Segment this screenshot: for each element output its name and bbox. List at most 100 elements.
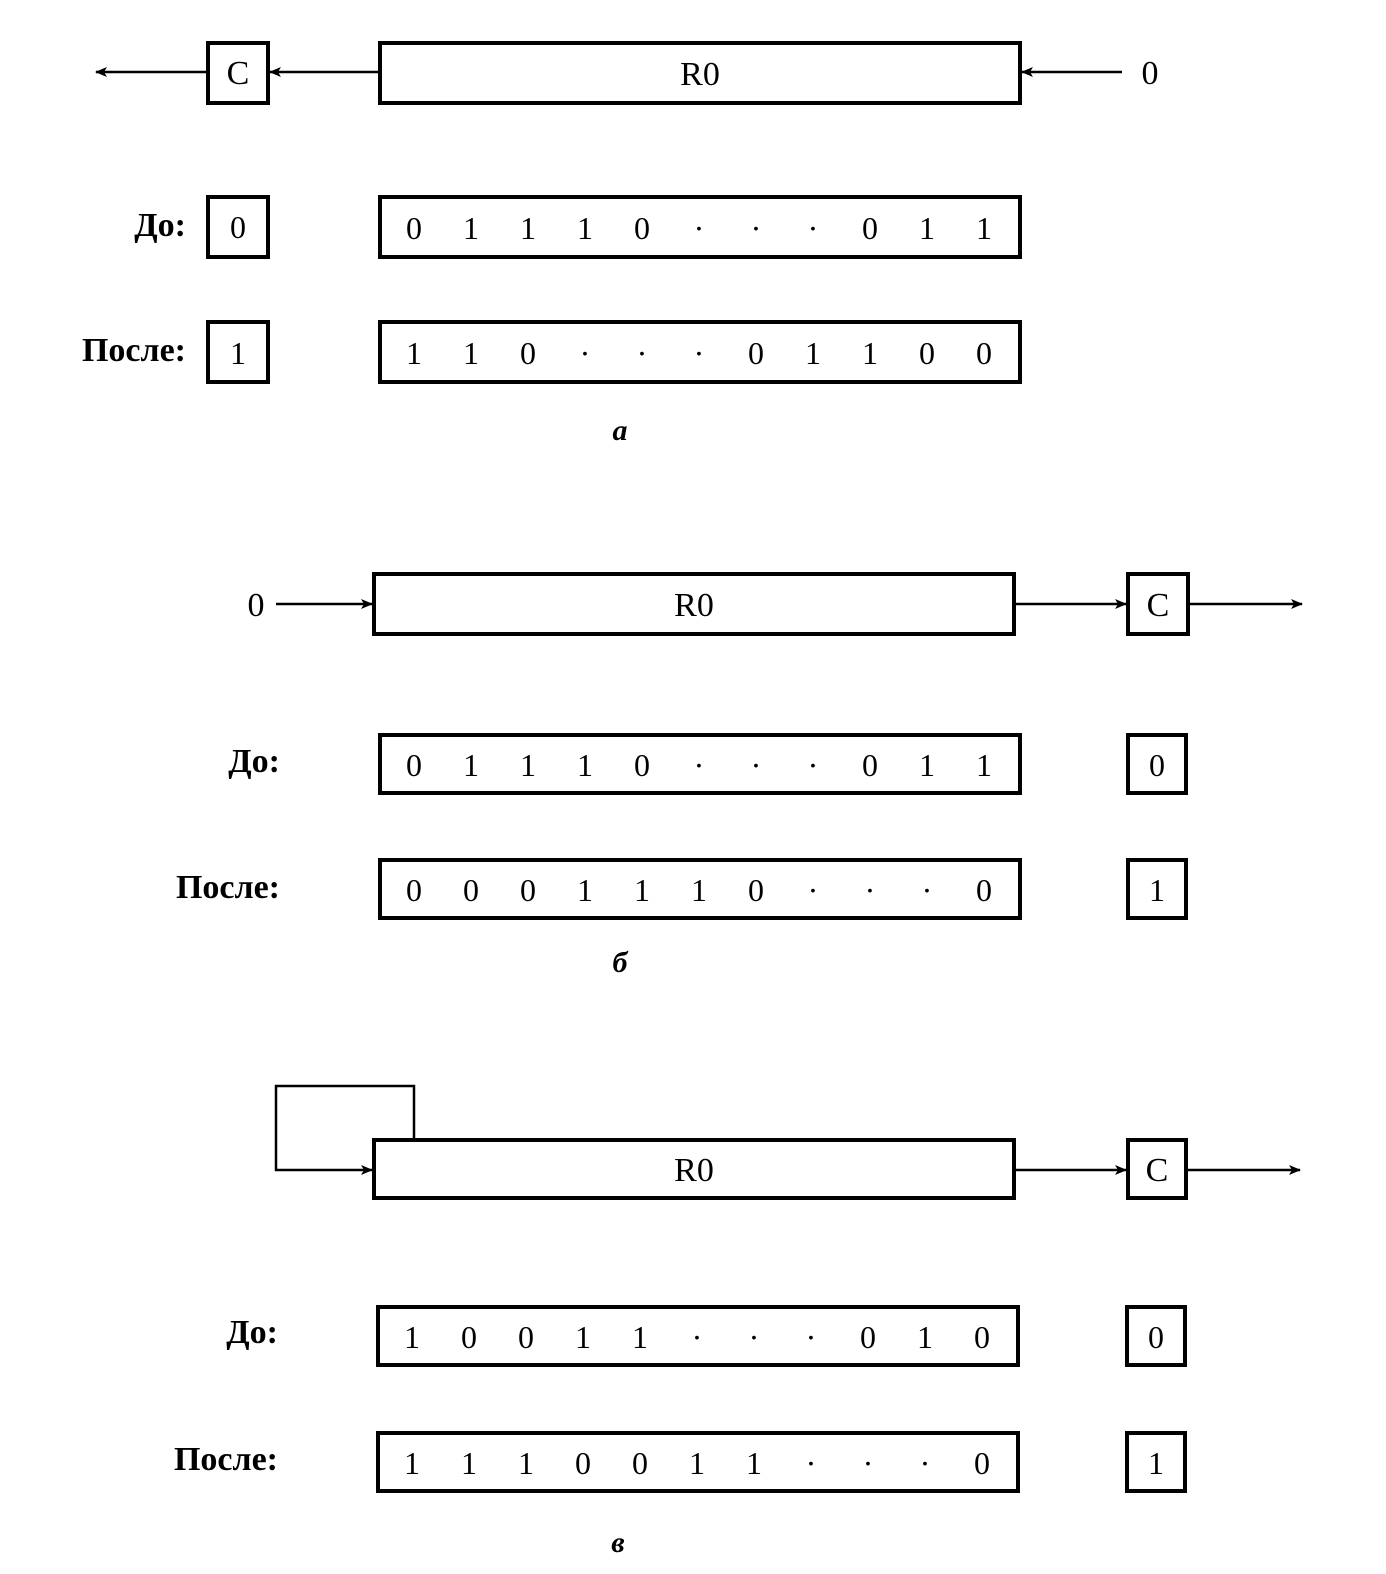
bit-cell: ·	[751, 210, 762, 246]
carry-box	[1126, 1138, 1188, 1200]
carry-label: C	[1147, 587, 1170, 624]
before-label: До:	[228, 743, 280, 780]
bit-cell: 0	[520, 335, 536, 371]
register-before-bits: 1 0 0 1 1 · · · 0 1 0	[404, 1319, 990, 1355]
carry-after-box	[206, 320, 270, 384]
carry-label: C	[227, 55, 250, 92]
bit-cell: ·	[580, 335, 591, 371]
bit-cell: 1	[577, 210, 593, 246]
bit-cell: 1	[463, 747, 479, 783]
bit-cell: 1	[404, 1319, 420, 1355]
bit-cell: 1	[463, 335, 479, 371]
carry-before-value: 0	[1148, 1319, 1164, 1355]
carry-after-box	[1125, 1431, 1187, 1493]
bit-cell: ·	[806, 1445, 817, 1481]
carry-after-value: 1	[230, 335, 246, 371]
register-after-bits: 1 1 1 0 0 1 1 · · · 0	[404, 1445, 990, 1481]
register-label: R0	[674, 587, 714, 624]
carry-before-box	[1126, 733, 1188, 795]
bit-cell: ·	[637, 335, 648, 371]
register-after-box	[376, 1431, 1020, 1493]
bit-cell: 0	[518, 1319, 534, 1355]
bit-cell: 0	[406, 872, 422, 908]
bit-cell: 0	[919, 335, 935, 371]
bit-cell: 0	[406, 210, 422, 246]
bit-cell: 1	[917, 1319, 933, 1355]
carry-before-box	[1125, 1305, 1187, 1367]
bit-cell: 0	[862, 210, 878, 246]
bit-cell: 0	[634, 210, 650, 246]
bit-cell: ·	[865, 872, 876, 908]
panel-a: C R0 0 До: 0 0 1 1 1 0 · · · 0 1 1 После…	[82, 41, 1159, 447]
bit-cell: 0	[748, 335, 764, 371]
after-label: После:	[176, 869, 280, 906]
bit-cell: ·	[692, 1319, 703, 1355]
bit-cell: 1	[746, 1445, 762, 1481]
bit-cell: 1	[919, 747, 935, 783]
bit-cell: 0	[862, 747, 878, 783]
register-after-bits: 0 0 0 1 1 1 0 · · · 0	[406, 872, 992, 908]
carry-box	[1126, 572, 1190, 636]
bit-cell: 0	[748, 872, 764, 908]
bit-cell: 0	[632, 1445, 648, 1481]
register-before-box	[378, 733, 1022, 795]
bit-cell: 0	[520, 872, 536, 908]
zero-input-label: 0	[1142, 55, 1159, 92]
bit-cell: 1	[406, 335, 422, 371]
panel-caption: б	[613, 946, 629, 979]
bit-cell: 0	[461, 1319, 477, 1355]
bit-cell: 1	[577, 747, 593, 783]
panel-caption: а	[613, 414, 628, 447]
register-after-bits: 1 1 0 · · · 0 1 1 0 0	[406, 335, 992, 371]
after-label: После:	[82, 332, 186, 369]
bit-cell: 0	[463, 872, 479, 908]
panel-b: 0 R0 C До: 0 1 1 1 0 · · · 0 1 1 0 После…	[176, 572, 1303, 979]
bit-cell: ·	[808, 872, 819, 908]
carry-label: C	[1146, 1152, 1169, 1189]
bit-cell: ·	[751, 747, 762, 783]
register-box	[372, 572, 1016, 636]
panel-caption: в	[611, 1526, 624, 1559]
register-before-box	[378, 195, 1022, 259]
bit-cell: 1	[976, 747, 992, 783]
register-label: R0	[674, 1152, 714, 1189]
bit-cell: 0	[860, 1319, 876, 1355]
before-label: До:	[134, 207, 186, 244]
bit-cell: 1	[919, 210, 935, 246]
bit-cell: 1	[520, 747, 536, 783]
bit-cell: 1	[862, 335, 878, 371]
panel-c: R0 C До: 1 0 0 1 1 · · · 0 1 0 0 После: …	[174, 1084, 1301, 1559]
bit-cell: 1	[691, 872, 707, 908]
bit-cell: 0	[976, 335, 992, 371]
register-before-bits: 0 1 1 1 0 · · · 0 1 1	[406, 210, 992, 246]
bit-cell: 1	[689, 1445, 705, 1481]
bit-cell: 1	[461, 1445, 477, 1481]
bit-cell: ·	[749, 1319, 760, 1355]
bit-cell: 0	[406, 747, 422, 783]
bit-cell: ·	[808, 210, 819, 246]
carry-before-value: 0	[1149, 747, 1165, 783]
register-box	[372, 1138, 1016, 1200]
bit-cell: ·	[694, 747, 705, 783]
bit-cell: ·	[808, 747, 819, 783]
after-label: После:	[174, 1441, 278, 1478]
bit-cell: 1	[577, 872, 593, 908]
register-after-box	[378, 320, 1022, 384]
bit-cell: 1	[520, 210, 536, 246]
bit-cell: 1	[805, 335, 821, 371]
before-label: До:	[226, 1314, 278, 1351]
bit-cell: 1	[632, 1319, 648, 1355]
carry-after-value: 1	[1149, 872, 1165, 908]
bit-cell: 0	[974, 1445, 990, 1481]
carry-before-box	[206, 195, 270, 259]
register-label: R0	[680, 56, 720, 93]
bit-cell: 1	[404, 1445, 420, 1481]
bit-cell: 1	[463, 210, 479, 246]
sign-bit-feedback-arrow	[274, 1084, 416, 1175]
carry-before-value: 0	[230, 209, 246, 245]
bit-cell: 0	[575, 1445, 591, 1481]
bit-cell: ·	[922, 872, 933, 908]
carry-box	[206, 41, 270, 105]
bit-cell: 1	[634, 872, 650, 908]
